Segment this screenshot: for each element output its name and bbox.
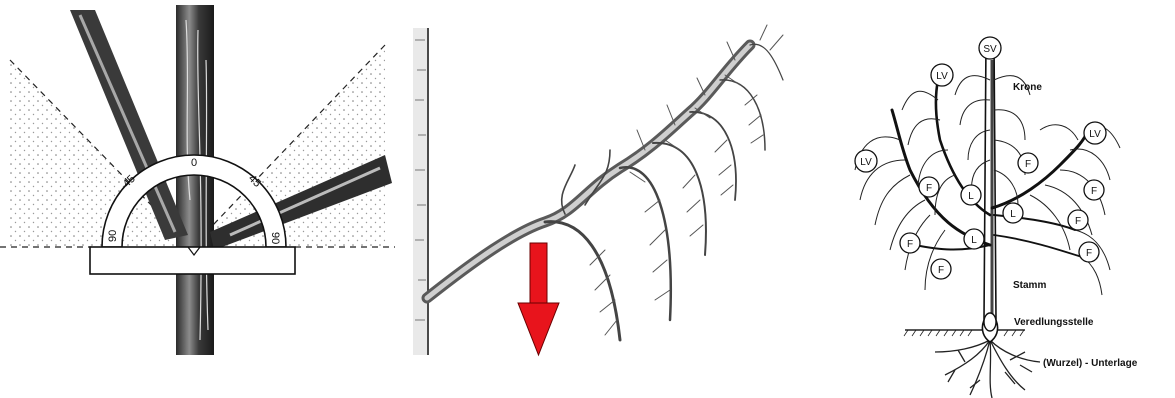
angle-label-90-right: 90 — [269, 232, 281, 244]
svg-text:SV: SV — [983, 44, 997, 55]
label-f-6: F — [1079, 242, 1099, 262]
bent-branch-figure — [405, 0, 795, 398]
svg-text:F: F — [938, 265, 944, 276]
trunk-edge — [413, 28, 429, 355]
trunk — [176, 5, 214, 355]
tree-structure-svg: SV LV LV LV F F — [830, 0, 1175, 398]
label-f-2: F — [919, 177, 939, 197]
label-f-5: F — [900, 233, 920, 253]
label-lv-top: LV — [931, 64, 953, 86]
svg-text:F: F — [926, 183, 932, 194]
tree-structure-figure: SV LV LV LV F F — [830, 0, 1175, 398]
label-f-7: F — [931, 259, 951, 279]
svg-text:LV: LV — [860, 157, 872, 168]
label-sv: SV — [979, 37, 1001, 59]
label-lv-right: LV — [1084, 122, 1106, 144]
svg-text:F: F — [1086, 248, 1092, 259]
svg-text:F: F — [907, 239, 913, 250]
label-f-1: F — [1018, 153, 1038, 173]
angle-label-90-left: 90 — [107, 230, 119, 242]
svg-text:F: F — [1091, 186, 1097, 197]
graft-union — [984, 313, 996, 331]
bent-branch — [427, 25, 783, 340]
protractor-figure: 0 45 45 90 90 — [0, 0, 395, 398]
tree-trunk — [982, 40, 997, 342]
svg-text:L: L — [968, 191, 974, 202]
ground-line — [904, 330, 1025, 336]
label-lv-left: LV — [855, 150, 877, 172]
svg-text:F: F — [1075, 216, 1081, 227]
label-krone: Krone — [1013, 82, 1042, 93]
label-f-3: F — [1084, 180, 1104, 200]
protractor-svg: 0 45 45 90 90 — [0, 0, 395, 398]
roots — [935, 340, 1040, 398]
label-veredlungsstelle: Veredlungsstelle — [1014, 317, 1094, 328]
svg-text:L: L — [971, 235, 977, 246]
svg-text:L: L — [1010, 209, 1016, 220]
bent-branch-svg — [405, 0, 795, 398]
label-wurzel-unterlage: (Wurzel) - Unterlage — [1043, 358, 1138, 369]
down-arrow — [518, 243, 559, 355]
label-f-4: F — [1068, 210, 1088, 230]
svg-text:F: F — [1025, 159, 1031, 170]
label-l-2: L — [1003, 203, 1023, 223]
protractor-base — [90, 247, 295, 274]
label-stamm: Stamm — [1013, 280, 1046, 291]
svg-text:LV: LV — [1089, 129, 1101, 140]
label-l-3: L — [964, 229, 984, 249]
label-l-1: L — [961, 185, 981, 205]
svg-text:LV: LV — [936, 71, 948, 82]
angle-label-0: 0 — [191, 157, 197, 169]
